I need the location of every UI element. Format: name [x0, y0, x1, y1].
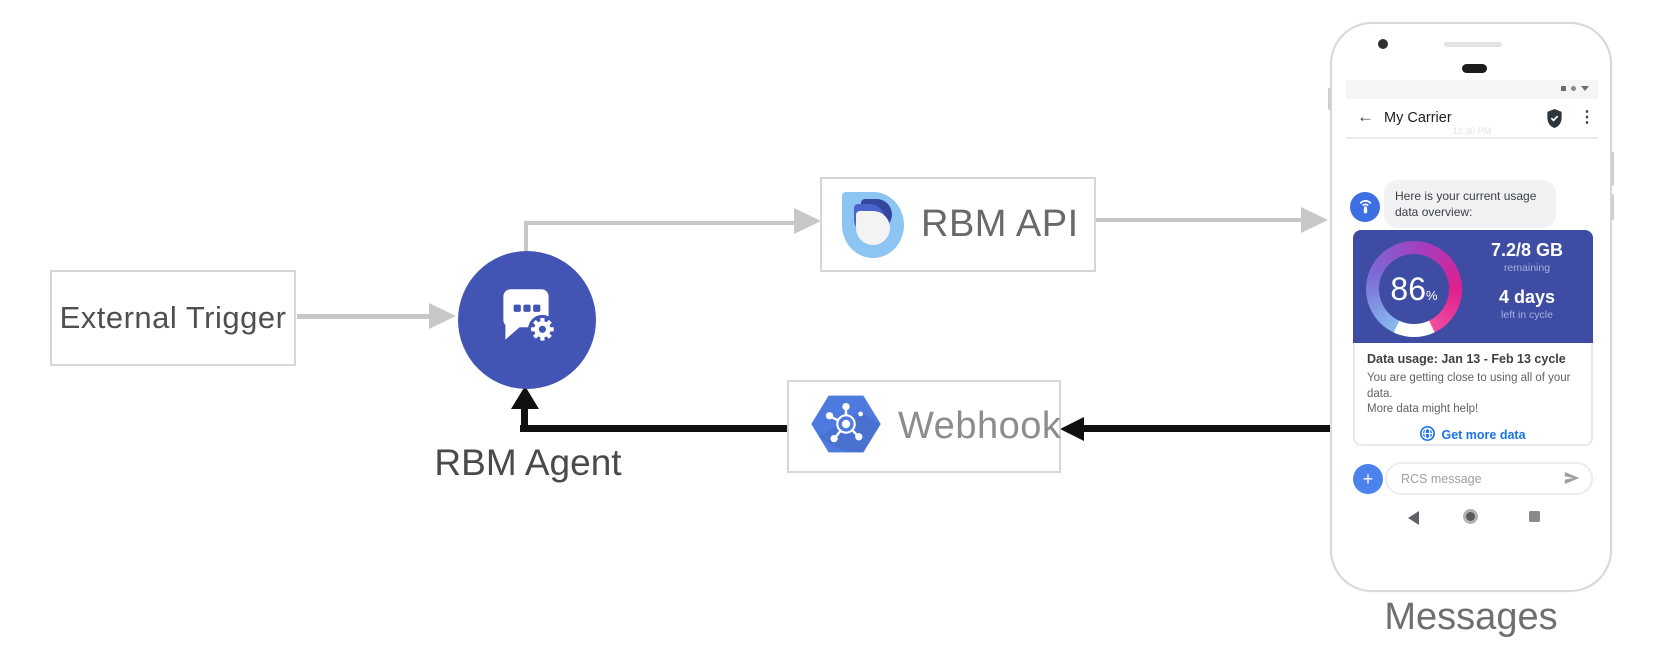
status-bar-icons: [1561, 86, 1589, 91]
nav-home-button[interactable]: [1463, 509, 1478, 524]
usage-card-body: Data usage: Jan 13 - Feb 13 cycle You ar…: [1353, 343, 1593, 446]
rbm-agent-label: RBM Agent: [434, 442, 622, 483]
phone-volume-button: [1611, 194, 1614, 220]
arrow-api-to-phone-head: [1301, 207, 1328, 233]
back-arrow-icon[interactable]: ←: [1357, 107, 1374, 126]
sensor-pill: [1462, 64, 1487, 73]
earpiece-speaker: [1444, 42, 1502, 47]
usage-card-title: Data usage: Jan 13 - Feb 13 cycle: [1367, 352, 1566, 366]
arrow-webhook-to-agent-vline: [521, 406, 528, 432]
arrow-api-to-phone-line: [1096, 218, 1304, 222]
remaining-label: remaining: [1503, 262, 1551, 274]
arrow-webhook-to-agent-head: [511, 386, 539, 409]
usage-stats: 7.2/8 GB remaining 4 days left in cycle: [1465, 240, 1589, 321]
arrow-agent-to-api-head: [794, 208, 821, 234]
chat-bubble: Here is your current usage data overview…: [1384, 180, 1556, 228]
chat-bubble-line2: data overview:: [1395, 205, 1473, 219]
usage-card-text-line1: You are getting close to using all of yo…: [1367, 372, 1571, 400]
verified-shield-icon: [1545, 108, 1564, 134]
phone-power-button: [1611, 152, 1614, 186]
wifi-icon: [1571, 86, 1576, 91]
usage-percent: 86%: [1390, 270, 1438, 307]
globe-icon: [1420, 425, 1436, 444]
compose-field: [1385, 462, 1593, 495]
battery-icon: [1581, 86, 1589, 91]
nav-recents-button[interactable]: [1529, 511, 1540, 522]
status-bar: [1346, 80, 1598, 99]
usage-donut-gauge: [1366, 241, 1462, 337]
antenna-broadcast-icon: [1355, 194, 1376, 220]
rbm-droplet-icon: [842, 191, 904, 258]
remaining-value: 7.2/8 GB: [1490, 240, 1564, 260]
rbm-agent-node: [458, 251, 596, 389]
webhook-node: Webhook: [787, 380, 1061, 473]
rcs-message-input[interactable]: [1401, 466, 1551, 492]
usage-card-hero: 86% 7.2/8 GB remaining 4 days left in cy…: [1353, 230, 1593, 343]
nav-back-button[interactable]: [1408, 511, 1419, 525]
phone-screen: ← My Carrier ⋮ 12:30 PM: [1346, 80, 1598, 528]
arrow-agent-to-api-hline: [524, 221, 796, 225]
attach-plus-button[interactable]: +: [1353, 464, 1383, 494]
arrow-trigger-to-agent-head: [429, 303, 456, 329]
conversation-appbar: ← My Carrier ⋮: [1346, 99, 1598, 137]
chat-gear-icon: [490, 281, 564, 360]
arrow-trigger-to-agent-line: [297, 314, 431, 319]
chat-bubble-line1: Here is your current usage: [1395, 189, 1537, 203]
rbm-api-node: RBM API: [820, 177, 1096, 272]
arrow-phone-to-webhook-head: [1060, 417, 1084, 441]
external-trigger-node: External Trigger: [50, 270, 296, 366]
get-more-data-label: Get more data: [1441, 427, 1526, 442]
rbm-api-label: RBM API: [921, 203, 1079, 245]
agent-avatar: [1350, 192, 1380, 222]
appbar-divider: [1346, 137, 1598, 139]
overflow-menu-icon[interactable]: ⋮: [1579, 109, 1596, 126]
phone-mockup: ← My Carrier ⋮ 12:30 PM: [1328, 22, 1614, 592]
webhook-label: Webhook: [898, 405, 1062, 447]
days-label: left in cycle: [1501, 309, 1553, 321]
send-icon[interactable]: [1563, 470, 1581, 491]
phone-left-button: [1328, 88, 1331, 110]
arrow-phone-to-webhook-line: [1082, 425, 1332, 432]
messages-caption: Messages: [1384, 596, 1558, 638]
days-value: 4 days: [1498, 287, 1556, 307]
signal-icon: [1561, 86, 1566, 91]
external-trigger-label: External Trigger: [59, 300, 287, 335]
conversation-title: My Carrier: [1384, 110, 1452, 126]
arrow-webhook-to-agent-hline: [520, 425, 787, 432]
usage-card-text-line2: More data might help!: [1367, 403, 1479, 415]
front-camera: [1378, 39, 1388, 49]
arrow-agent-to-api-vline: [524, 223, 528, 253]
message-timestamp: 12:30 PM: [1452, 126, 1492, 136]
cloud-pubsub-hexagon-icon: [809, 392, 883, 461]
get-more-data-button[interactable]: Get more data: [1367, 425, 1579, 444]
